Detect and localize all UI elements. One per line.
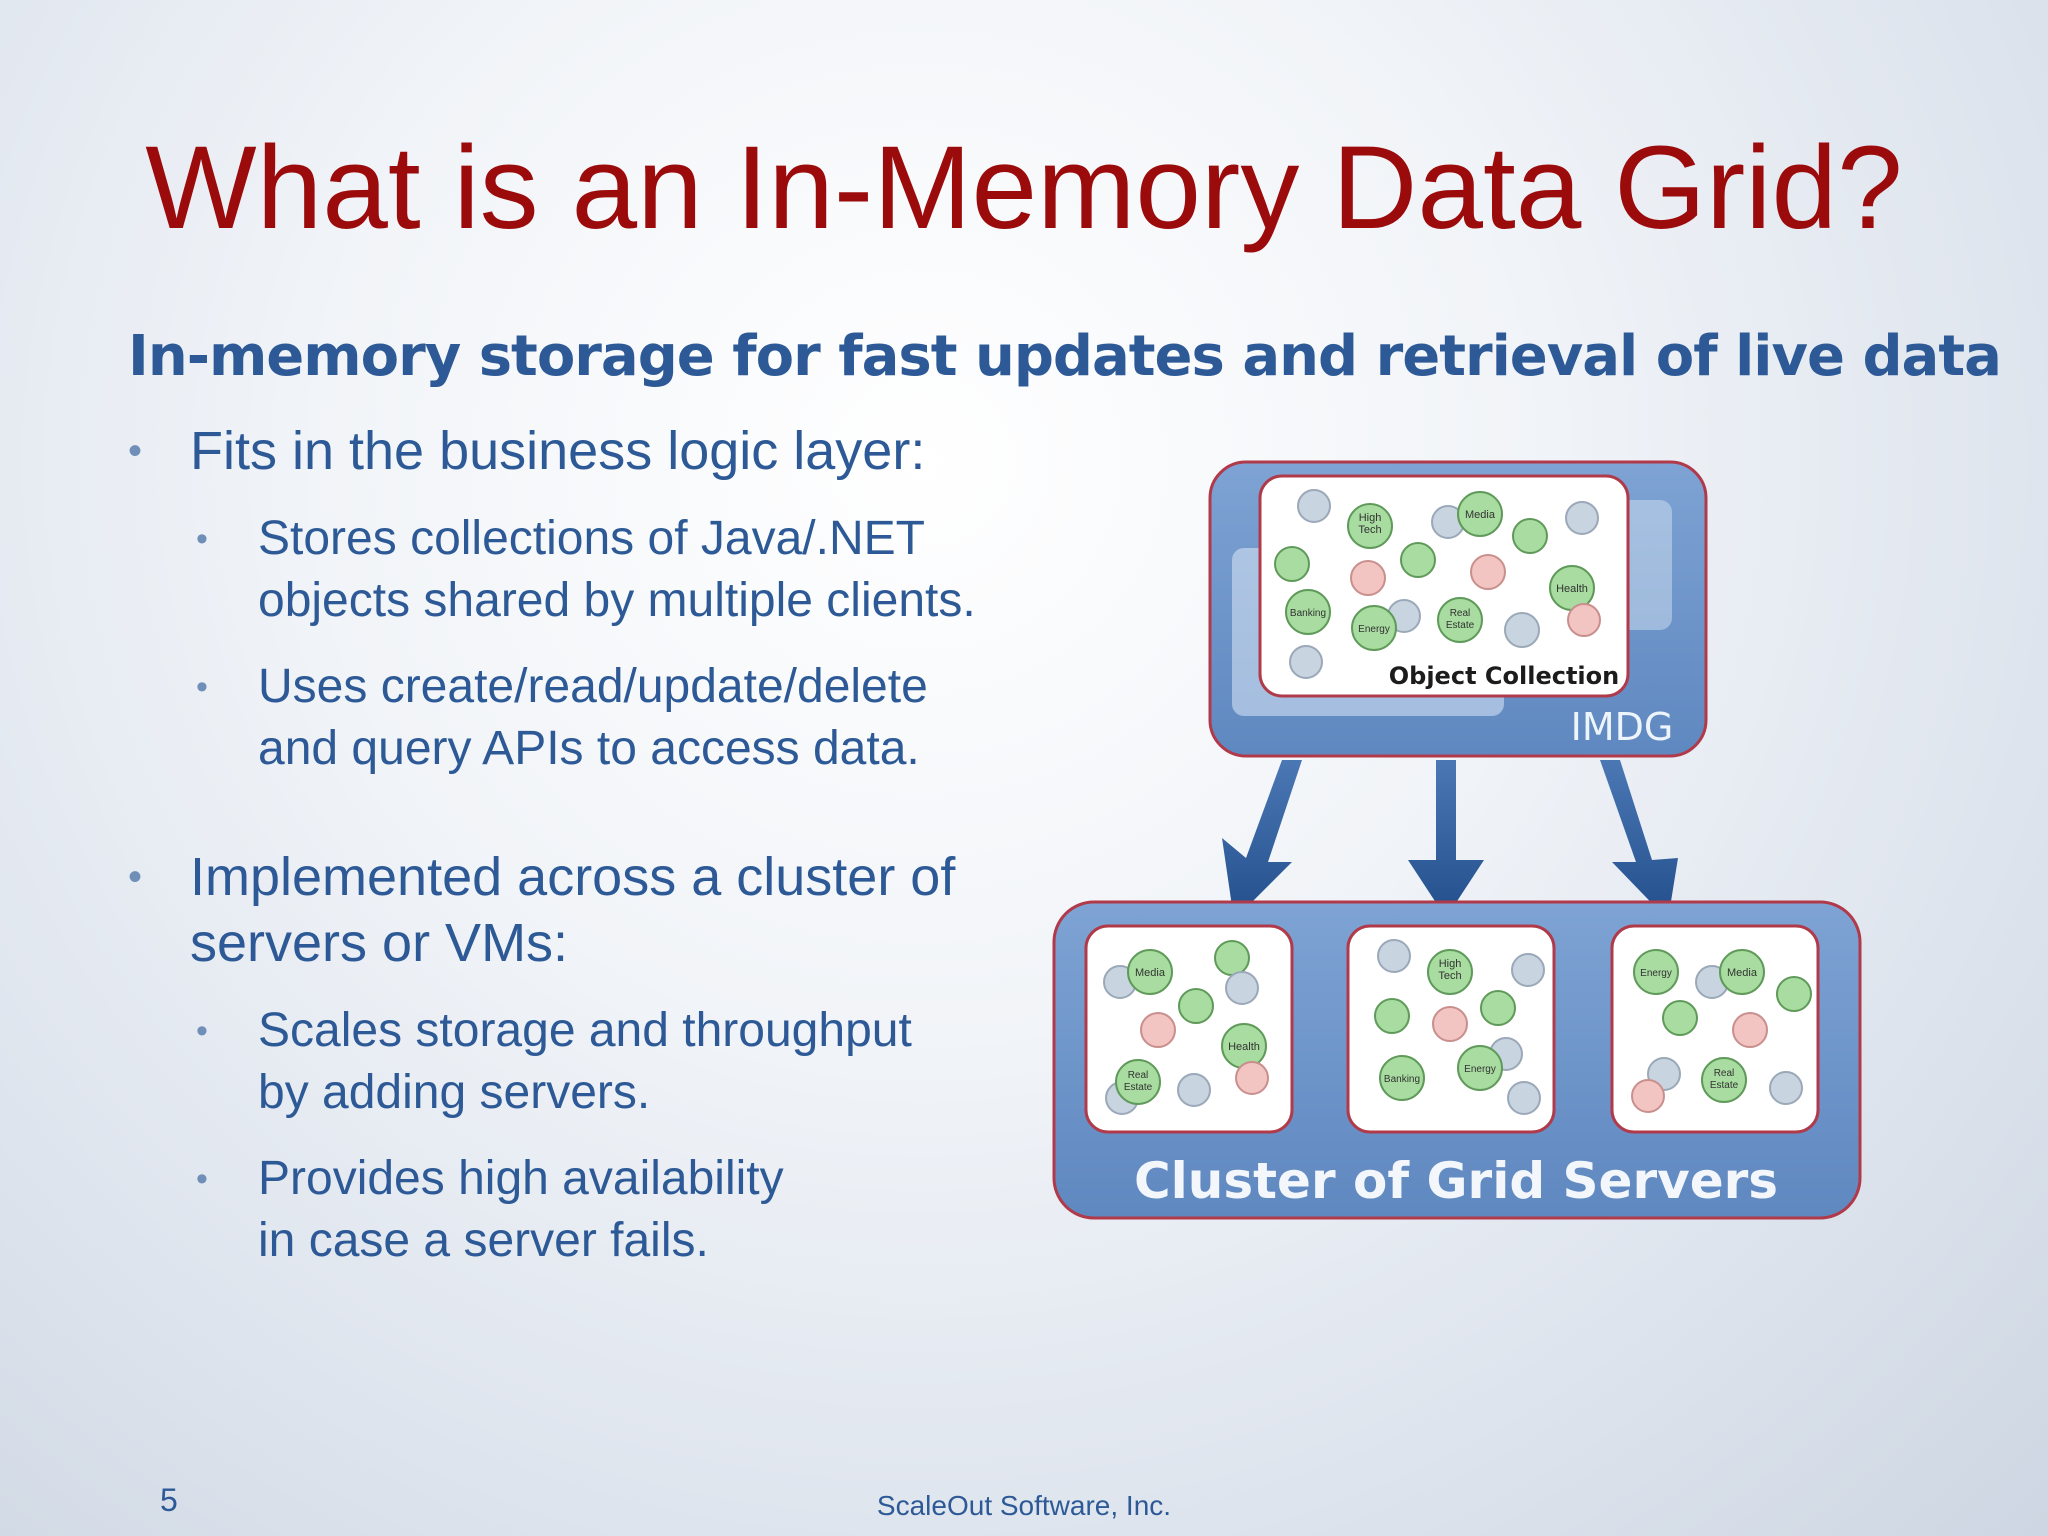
- object-dot: [1289, 645, 1323, 679]
- sub-bullet-line: Stores collections of Java/.NET: [258, 512, 925, 565]
- bullet-dot-icon: •: [196, 520, 208, 558]
- tag-label: High: [1439, 958, 1462, 970]
- object-dot: [1512, 518, 1548, 554]
- tag-label: Real: [1128, 1070, 1149, 1081]
- object-dot: [1631, 1079, 1665, 1113]
- banking-object: [1379, 1055, 1425, 1101]
- media-object: [1127, 949, 1173, 995]
- sub-bullet-item: • Uses create/read/update/delete and que…: [128, 656, 1068, 780]
- object-dot: [1470, 554, 1506, 590]
- object-dot: [1662, 1000, 1698, 1036]
- tag-label: Health: [1556, 583, 1588, 595]
- distribution-arrows: [1222, 760, 1678, 920]
- object-dot: [1377, 939, 1411, 973]
- sub-bullet-line: Scales storage and throughput: [258, 1004, 912, 1057]
- tag-label: Banking: [1384, 1074, 1420, 1085]
- tag-label: Health: [1228, 1041, 1260, 1053]
- tag-label: Tech: [1358, 524, 1381, 536]
- object-dot: [1225, 971, 1259, 1005]
- tag-label: High: [1359, 512, 1382, 524]
- sub-bullet-item: • Stores collections of Java/.NET object…: [128, 508, 1068, 632]
- arrow-down-right-icon: [1600, 760, 1678, 920]
- sub-bullet-item: • Provides high availability in case a s…: [128, 1148, 1068, 1272]
- object-dot: [1374, 998, 1410, 1034]
- tag-label: Estate: [1124, 1082, 1153, 1093]
- high-tech-object: [1347, 503, 1393, 549]
- cluster-label: Cluster of Grid Servers: [1134, 1152, 1778, 1210]
- slide-subtitle: In-memory storage for fast updates and r…: [128, 324, 2002, 389]
- bullet-dot-icon: •: [196, 668, 208, 706]
- footer-company: ScaleOut Software, Inc.: [876, 1490, 1172, 1521]
- imdg-label: IMDG: [1571, 705, 1674, 749]
- bullet-dot-icon: •: [128, 855, 143, 899]
- object-dot: [1567, 603, 1601, 637]
- tag-label: Media: [1135, 967, 1166, 979]
- real-estate-object: [1437, 597, 1483, 643]
- bullet-dot-icon: •: [128, 429, 143, 473]
- object-dot: [1400, 542, 1436, 578]
- tag-label: Media: [1465, 509, 1496, 521]
- tag-label: Real: [1714, 1068, 1735, 1079]
- tag-label: Estate: [1446, 620, 1475, 631]
- sub-bullet-line: objects shared by multiple clients.: [258, 574, 976, 627]
- object-dot: [1214, 940, 1250, 976]
- object-dot: [1565, 501, 1599, 535]
- object-dot: [1776, 976, 1812, 1012]
- sub-bullet-line: Provides high availability: [258, 1152, 784, 1205]
- sub-bullet-item: • Scales storage and throughput by addin…: [128, 1000, 1068, 1124]
- tag-label: Media: [1727, 967, 1758, 979]
- sub-bullet-line: by adding servers.: [258, 1066, 651, 1119]
- tag-label: Energy: [1640, 968, 1672, 979]
- object-dot: [1480, 990, 1516, 1026]
- bullet-dot-icon: •: [196, 1012, 208, 1050]
- object-dot: [1732, 1012, 1768, 1048]
- bullet-text: Fits in the business logic layer:: [190, 421, 926, 481]
- media-object: [1457, 491, 1503, 537]
- object-dot: [1350, 560, 1386, 596]
- page-number: 5: [160, 1482, 178, 1518]
- object-dot: [1177, 1073, 1211, 1107]
- tag-label: Energy: [1464, 1064, 1496, 1075]
- bullet-item: • Implemented across a cluster of server…: [128, 844, 1068, 976]
- tag-label: Estate: [1710, 1080, 1739, 1091]
- bullet-line: Implemented across a cluster of: [190, 847, 956, 907]
- arrow-down-icon: [1408, 760, 1484, 918]
- tag-label: Energy: [1358, 624, 1390, 635]
- object-dot: [1274, 546, 1310, 582]
- bullet-dot-icon: •: [196, 1160, 208, 1198]
- object-collection-label: Object Collection: [1389, 662, 1619, 690]
- tag-label: Real: [1450, 608, 1471, 619]
- object-dot: [1297, 489, 1331, 523]
- object-dot: [1140, 1012, 1176, 1048]
- sub-bullet-line: Uses create/read/update/delete: [258, 660, 928, 713]
- tag-label: Banking: [1290, 608, 1326, 619]
- object-dot: [1432, 1006, 1468, 1042]
- object-dot: [1511, 953, 1545, 987]
- bullet-list: • Fits in the business logic layer: • St…: [128, 418, 1068, 1272]
- bullet-item: • Fits in the business logic layer:: [128, 418, 1068, 484]
- object-dot: [1504, 612, 1540, 648]
- object-dot: [1507, 1081, 1541, 1115]
- energy-object: [1351, 605, 1397, 651]
- cluster-panel: Cluster of Grid Servers Media Health Rea…: [1052, 900, 1862, 1220]
- real-estate-object: [1115, 1059, 1161, 1105]
- tag-label: Tech: [1438, 970, 1461, 982]
- imdg-panel: Object Collection IMDG High Tech Media H…: [1208, 460, 1708, 758]
- sub-bullet-line: in case a server fails.: [258, 1214, 709, 1267]
- sub-bullet-line: and query APIs to access data.: [258, 722, 920, 775]
- slide-title: What is an In-Memory Data Grid?: [145, 122, 1903, 254]
- arrow-down-left-icon: [1222, 760, 1302, 920]
- object-dot: [1769, 1071, 1803, 1105]
- energy-object: [1633, 949, 1679, 995]
- object-dot: [1235, 1061, 1269, 1095]
- energy-object: [1457, 1045, 1503, 1091]
- real-estate-object: [1701, 1057, 1747, 1103]
- banking-object: [1285, 589, 1331, 635]
- media-object: [1719, 949, 1765, 995]
- bullet-line: servers or VMs:: [190, 913, 569, 973]
- high-tech-object: [1427, 949, 1473, 995]
- object-dot: [1178, 988, 1214, 1024]
